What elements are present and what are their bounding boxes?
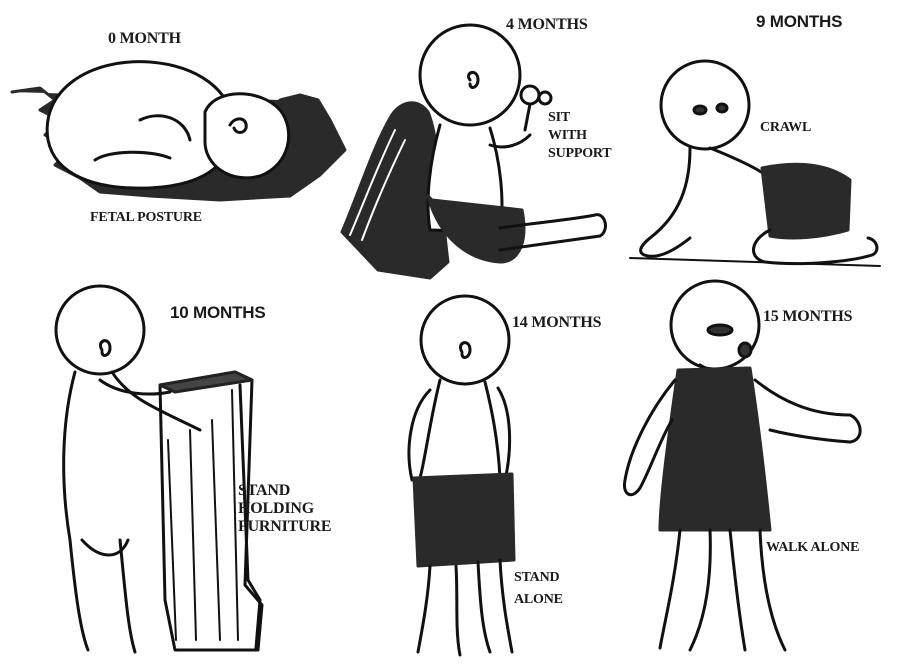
caption-sit-line-2: WITH — [548, 128, 587, 144]
fetal-posture-figure — [12, 62, 345, 200]
age-label-9-months: 9 MONTHS — [756, 12, 842, 32]
age-label-0-month: 0 MONTH — [108, 30, 181, 48]
age-label-15-months: 15 MONTHS — [763, 308, 852, 326]
caption-fetal-posture: FETAL POSTURE — [90, 210, 202, 226]
caption-walk-alone: WALK ALONE — [766, 540, 859, 556]
caption-stand-holding-line-2: HOLDING — [238, 500, 314, 518]
caption-stand-holding-line-3: FURNITURE — [238, 518, 331, 536]
crawl-figure — [630, 61, 880, 266]
caption-sit-line-1: SIT — [548, 110, 570, 126]
walk-alone-figure — [624, 281, 860, 650]
age-label-10-months: 10 MONTHS — [170, 303, 266, 323]
caption-stand-alone-line-1: STAND — [514, 570, 559, 586]
age-label-4-months: 4 MONTHS — [506, 16, 588, 34]
caption-sit-line-3: SUPPORT — [548, 146, 611, 162]
stand-holding-furniture-figure — [56, 286, 262, 652]
age-label-14-months: 14 MONTHS — [512, 314, 601, 332]
caption-stand-alone-line-2: ALONE — [514, 592, 563, 608]
caption-crawl: CRAWL — [760, 120, 811, 136]
stand-alone-figure — [409, 296, 514, 655]
caption-stand-holding-line-1: STAND — [238, 482, 290, 500]
